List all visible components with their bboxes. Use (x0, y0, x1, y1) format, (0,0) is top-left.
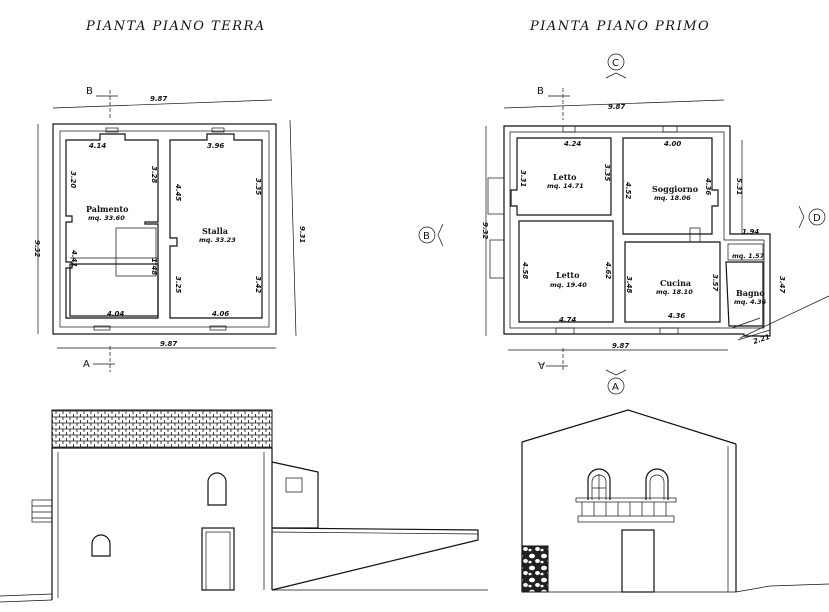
gf-dim: 4.45 (174, 184, 182, 201)
ground-floor-title: PIANTA PIANO TERRA (85, 19, 266, 34)
ff-dim: 3.47 (778, 276, 786, 293)
side-elevation (0, 409, 488, 603)
ff-dim: 4.36 (704, 178, 712, 195)
ff-dim: 4.58 (521, 262, 529, 279)
ff-dim: 3.48 (625, 276, 633, 293)
ff-depth-right: 5.31 (735, 178, 743, 195)
ff-room-area: mq. 19.40 (550, 281, 587, 289)
ff-section-marker-bottom: A (538, 359, 545, 370)
gf-section-marker-bottom: A (83, 359, 90, 370)
view-marker-north: C (612, 58, 619, 69)
gf-dim: 3.96 (207, 142, 224, 150)
ff-room-area: mq. 4.36 (734, 298, 767, 306)
gf-room-name: Stalla (202, 226, 228, 236)
gf-dim: 3.28 (150, 166, 158, 183)
view-marker-south: A (612, 382, 619, 393)
ff-room-name: Soggiorno (652, 184, 699, 194)
ff-room-name: Letto (556, 270, 580, 280)
gf-dim: 4.41 (70, 250, 78, 267)
first-floor-plan: 9.87 9.87 9.32 5.31 1.94 3.47 2.21 B A C… (418, 53, 829, 395)
gf-dim: 4.14 (89, 142, 106, 150)
balcony-railing (581, 502, 667, 516)
first-floor-title: PIANTA PIANO PRIMO (529, 19, 710, 34)
ff-section-marker-top: B (537, 86, 544, 97)
gf-dim: 3.25 (174, 276, 182, 293)
ff-dim: 1.94 (742, 228, 759, 236)
ff-room-name: Bagno (736, 288, 765, 298)
ff-extra-area: mq. 1.57 (732, 252, 765, 260)
ff-room-area: mq. 18.10 (656, 288, 693, 296)
ff-room-name: Cucina (660, 278, 691, 288)
gf-depth-right: 9.31 (298, 226, 306, 243)
gf-dim: 3.35 (254, 178, 262, 195)
gf-depth-left: 9.32 (33, 240, 41, 257)
gf-room-name: Palmento (86, 204, 129, 214)
gf-room-area: mq. 33.23 (199, 236, 236, 244)
ff-width-top: 9.87 (608, 103, 625, 111)
ff-room-name: Letto (553, 172, 577, 182)
ff-width-bottom: 9.87 (612, 342, 629, 350)
gf-dim: 4.06 (212, 310, 229, 318)
ff-dim: 4.36 (668, 312, 685, 320)
ff-dim: 4.00 (664, 140, 681, 148)
gf-dim: 1.48 (150, 258, 158, 275)
gf-room-area: mq. 33.60 (88, 214, 125, 222)
ff-dim: 4.62 (604, 262, 612, 279)
ff-dim: 4.52 (624, 182, 632, 199)
ff-room-area: mq. 14.71 (547, 182, 584, 190)
front-elevation (521, 409, 829, 593)
ff-dim: 3.57 (711, 274, 719, 291)
gf-width-bottom: 9.87 (160, 340, 177, 348)
gf-dim: 4.04 (107, 310, 124, 318)
ground-floor-plan: 9.87 9.87 9.32 9.31 B A Palmento mq. 33.… (33, 86, 306, 372)
view-marker-west: B (423, 231, 430, 242)
ff-dim: 4.24 (564, 140, 581, 148)
gf-dim: 3.20 (69, 171, 77, 188)
ff-dim: 4.74 (559, 316, 576, 324)
gf-width-top: 9.87 (150, 95, 167, 103)
view-marker-east: D (813, 213, 821, 224)
gf-section-marker-top: B (86, 86, 93, 97)
ff-dim: 3.35 (603, 164, 611, 181)
gf-dim: 3.42 (254, 276, 262, 293)
ff-room-area: mq. 18.06 (654, 194, 691, 202)
ff-dim: 3.31 (519, 170, 527, 187)
ff-depth-left: 9.32 (481, 222, 489, 239)
